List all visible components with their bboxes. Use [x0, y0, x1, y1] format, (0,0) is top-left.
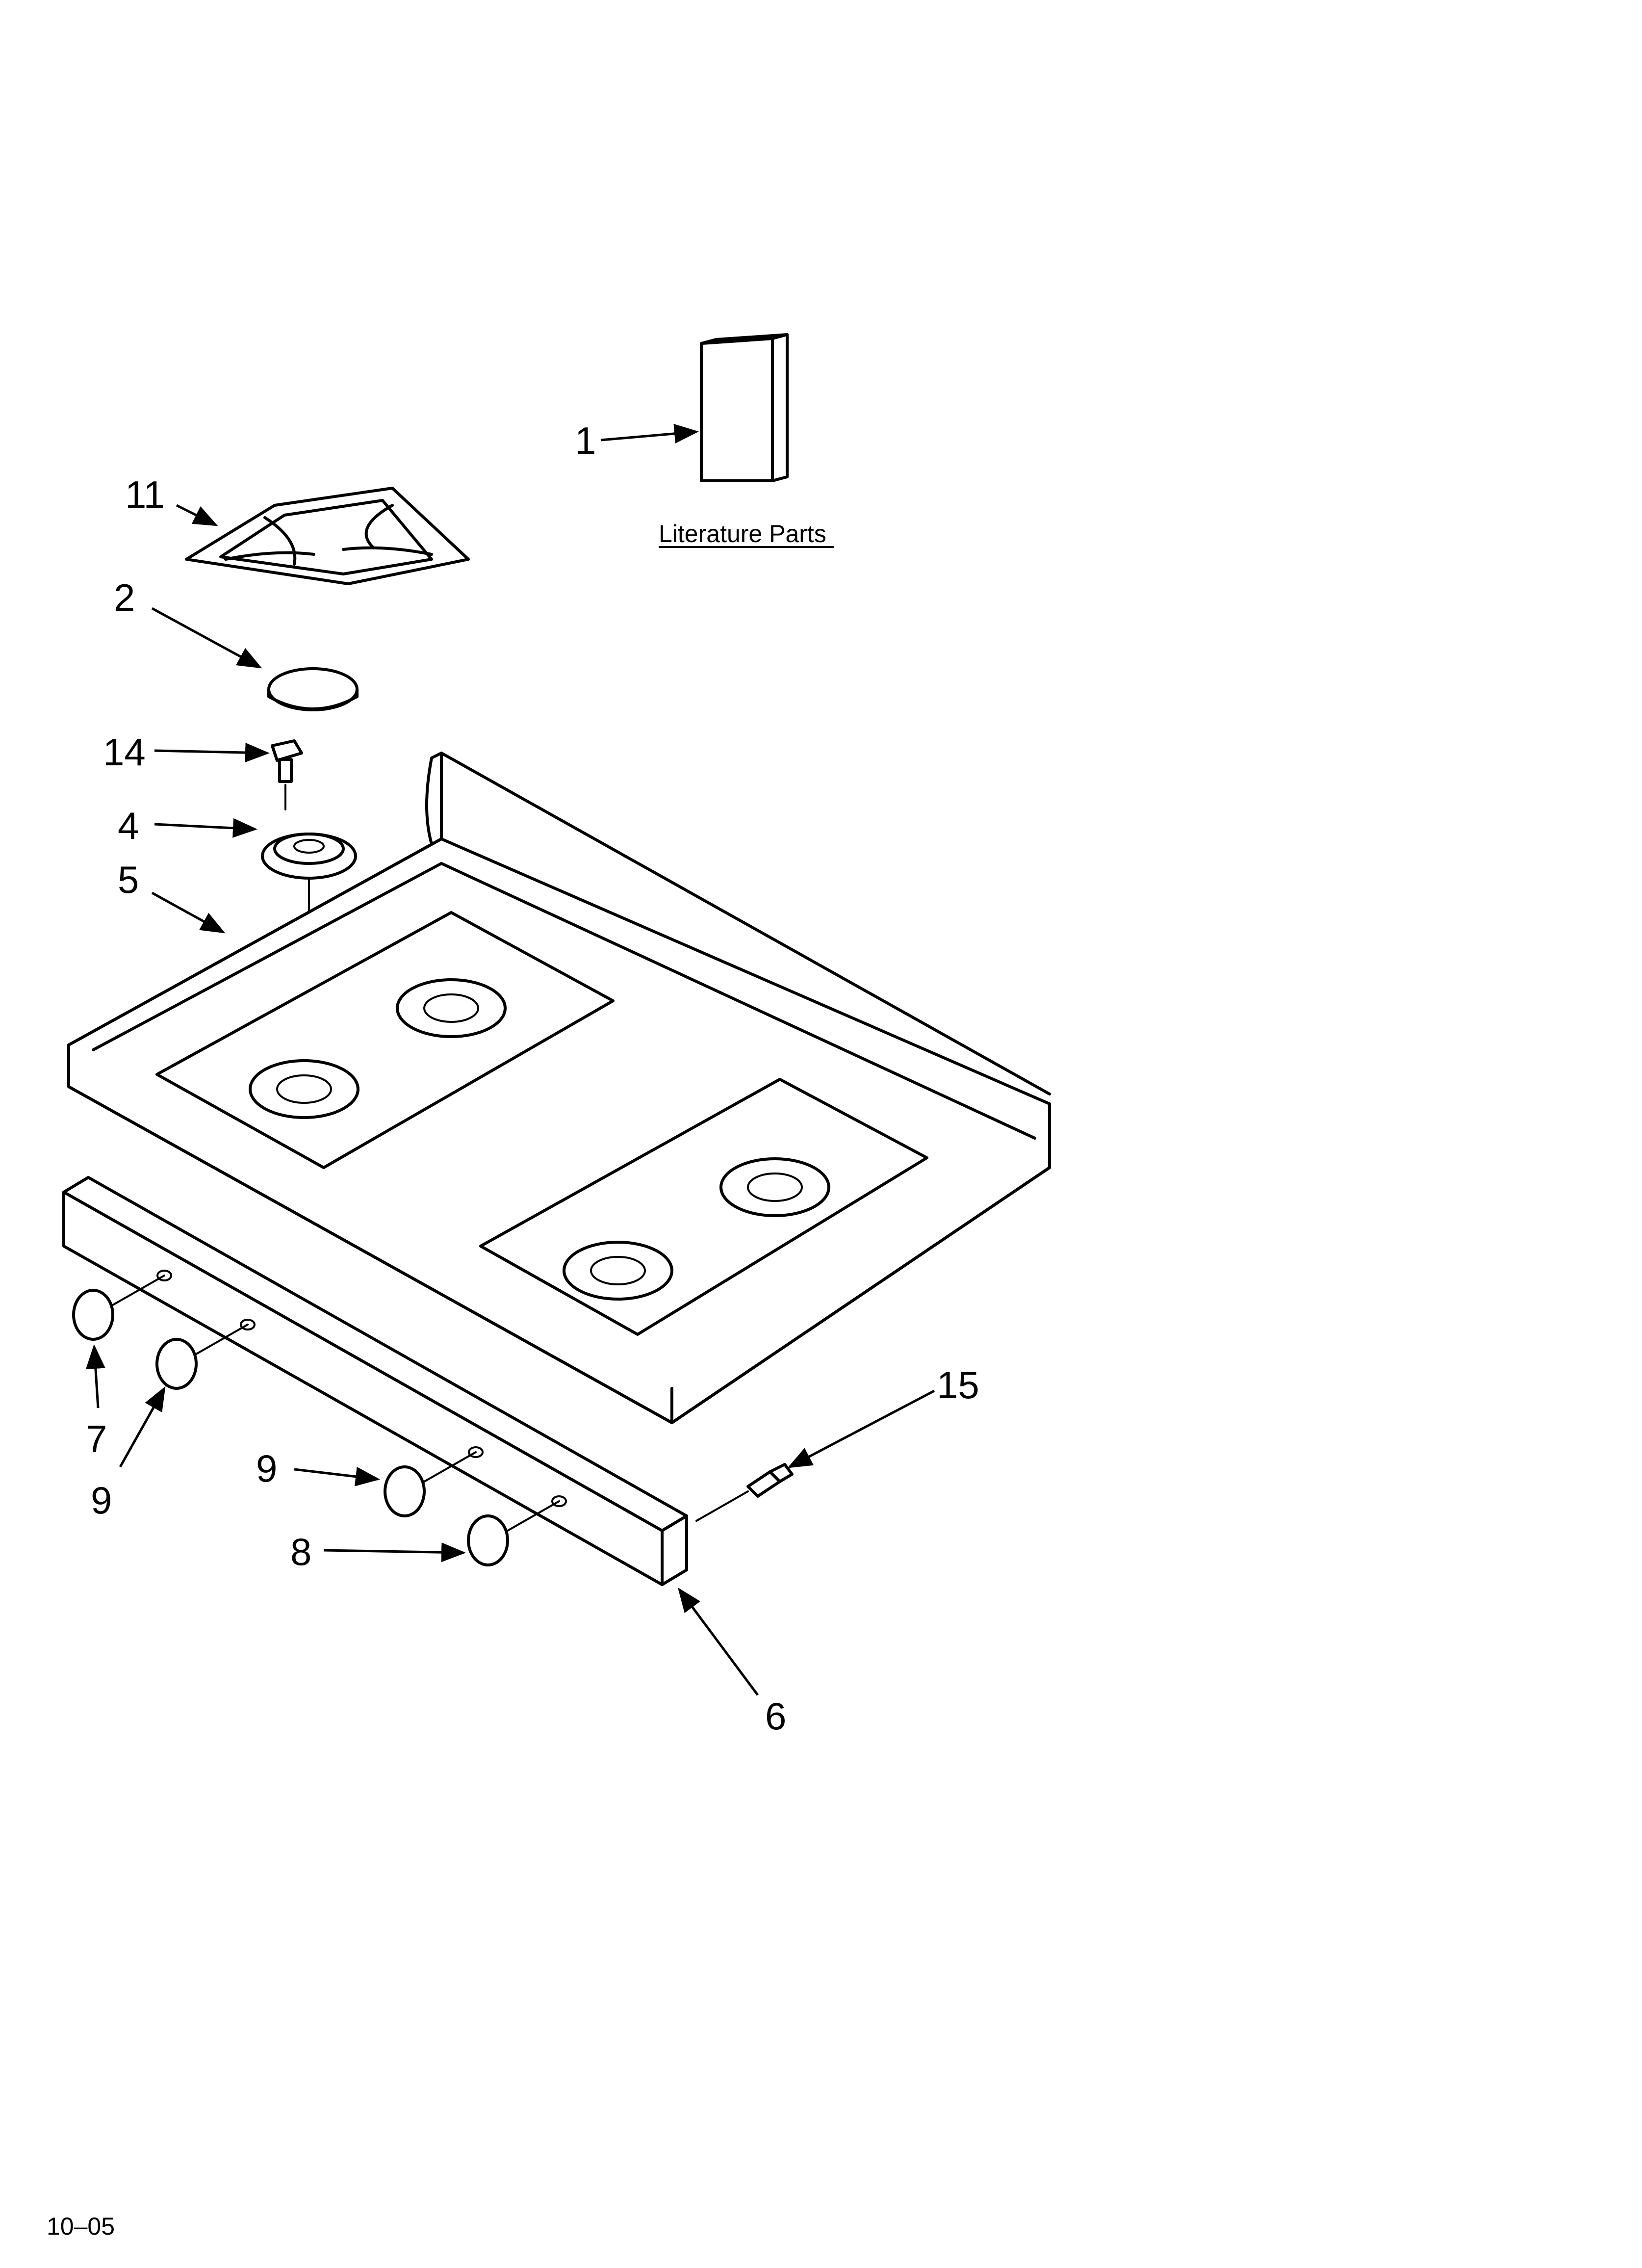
- leader-8: [323, 1542, 466, 1563]
- leader-1: [600, 423, 699, 443]
- leader-7: [85, 1344, 105, 1408]
- callout-14: 14: [103, 730, 146, 774]
- knob-icon: [467, 1500, 560, 1566]
- burner-base-icon: [261, 833, 357, 1095]
- control-panel: [62, 1176, 688, 1586]
- callout-9a: 9: [91, 1479, 112, 1522]
- leader-9b: [294, 1466, 380, 1486]
- callout-9b: 9: [256, 1447, 277, 1490]
- literature-booklet-icon: [700, 333, 789, 482]
- knob-icon: [384, 1451, 477, 1517]
- leader-14: [154, 743, 270, 763]
- cooktop-panel: [67, 752, 1051, 1424]
- callout-5: 5: [118, 858, 139, 901]
- knob-icon: [155, 1324, 249, 1390]
- callout-2: 2: [114, 576, 135, 619]
- footer-code: 10–05: [47, 2213, 115, 2240]
- callout-15: 15: [937, 1363, 979, 1407]
- callout-1: 1: [575, 419, 596, 462]
- leader-11: [176, 504, 218, 526]
- literature-caption: Literature Parts: [659, 520, 826, 547]
- burner-cap-icon: [267, 667, 359, 711]
- screw-icon: [695, 1463, 794, 1522]
- leader-5: [151, 891, 226, 934]
- leader-2: [151, 607, 262, 669]
- callout-4: 4: [118, 804, 139, 847]
- leader-15: [787, 1389, 935, 1468]
- knob-icon: [72, 1275, 165, 1341]
- screw-icon: [271, 739, 303, 810]
- leader-9a: [119, 1386, 166, 1468]
- leader-4: [154, 818, 257, 838]
- callout-7: 7: [86, 1417, 107, 1460]
- callout-11: 11: [125, 473, 165, 516]
- callout-6: 6: [765, 1694, 786, 1738]
- burner-grate-icon: [185, 487, 470, 585]
- callout-8: 8: [290, 1530, 311, 1573]
- leader-6: [678, 1587, 759, 1696]
